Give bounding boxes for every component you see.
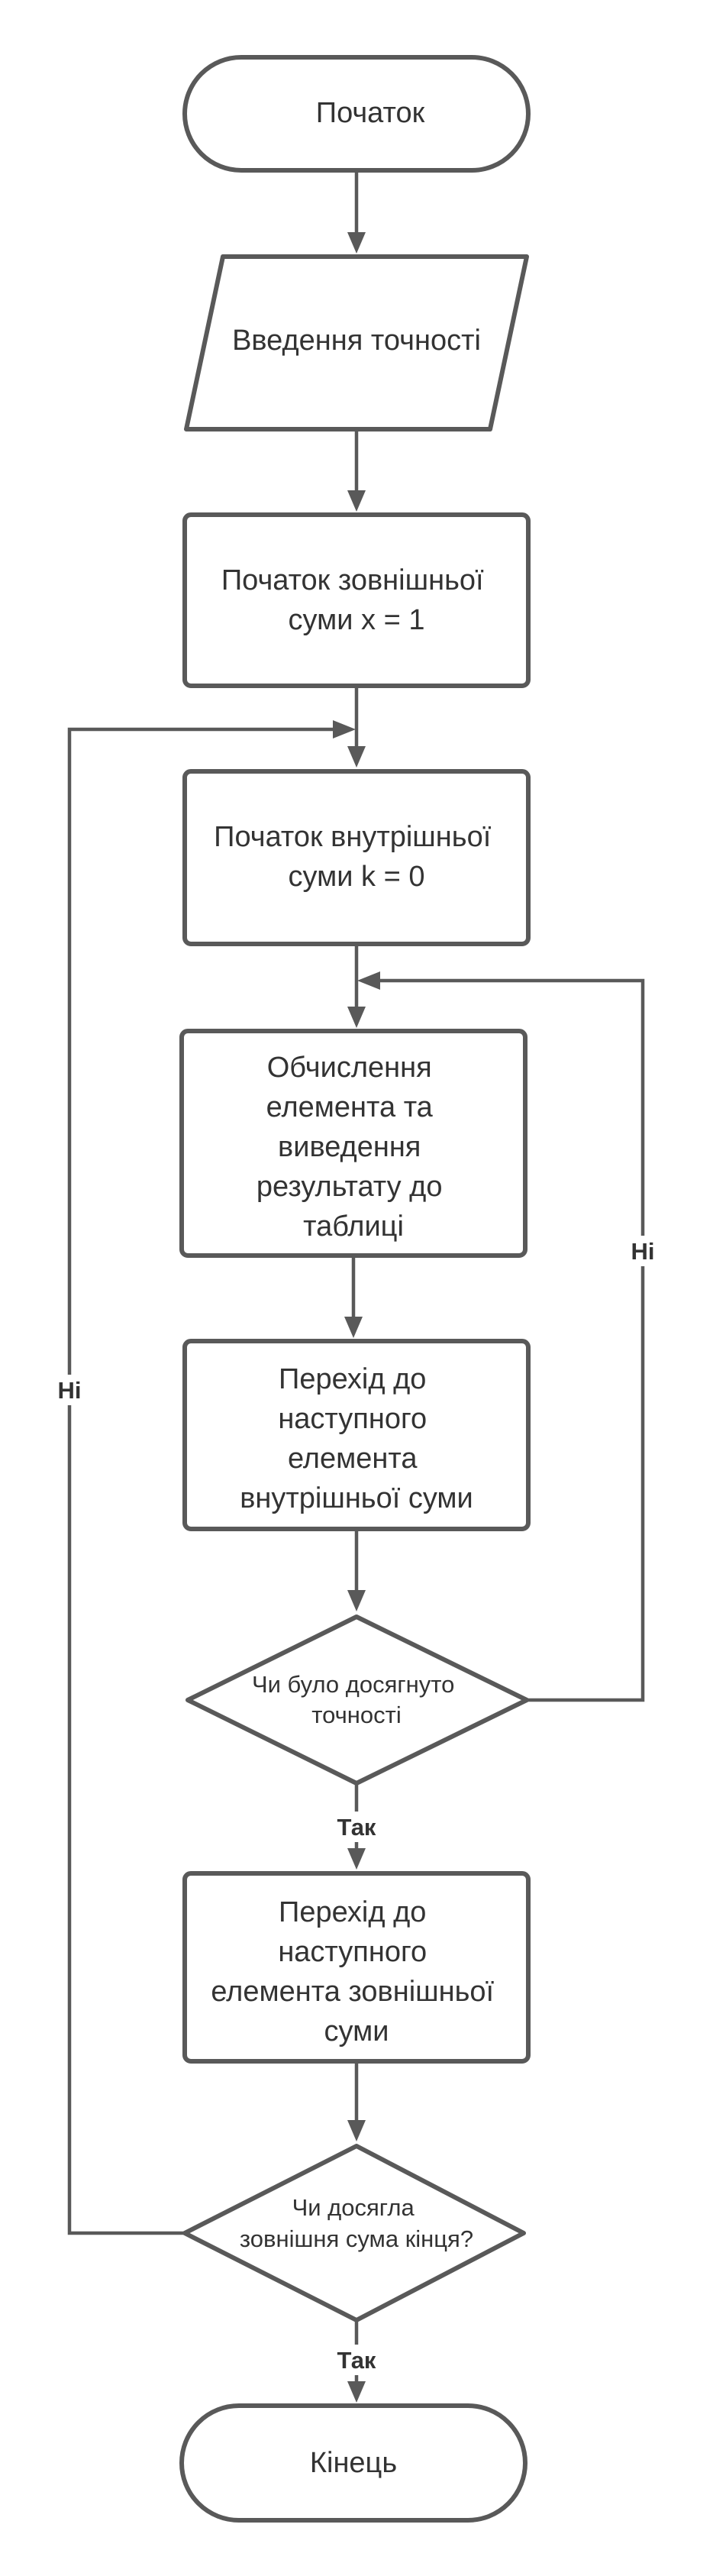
next-outer-label: Перехід до наступного елемента зовнішньо…	[211, 1896, 502, 2048]
end-node-label: Кінець	[310, 2447, 397, 2479]
label-bg	[51, 1375, 88, 1405]
outer-init-node: Початок зовнішньої суми x = 1	[182, 512, 531, 688]
arrowhead	[347, 1848, 366, 1870]
label-bg	[331, 1812, 382, 1842]
arrowhead	[347, 2381, 366, 2403]
connector-outer-loop-no	[67, 727, 335, 2235]
end-node: Кінець	[179, 2403, 527, 2523]
start-node-label: Початок	[316, 97, 425, 129]
outer-condition-label: Чи досягла зовнішня сума кінця?	[240, 2194, 473, 2252]
yes-label-inner: Так	[337, 1814, 376, 1841]
connector-inner-loop-no	[378, 978, 645, 1702]
inner-init-node: Початок внутрішньої суми k = 0	[182, 769, 531, 946]
next-inner-node: Перехід до наступного елемента внутрішнь…	[182, 1339, 531, 1531]
arrowhead	[347, 746, 366, 768]
arrowhead	[357, 971, 380, 990]
input-node-label: Введення точності	[232, 325, 481, 357]
inner-condition-node: Чи було досягнуто точності	[186, 1614, 529, 1786]
no-label-outer: Ні	[58, 1377, 82, 1404]
arrowhead	[347, 490, 366, 512]
input-node: Введення точності	[184, 254, 529, 431]
outer-condition-node: Чи досягла зовнішня сума кінця?	[182, 2144, 526, 2322]
start-node: Початок	[182, 55, 531, 173]
arrowhead	[347, 2120, 366, 2141]
inner-condition-label: Чи було досягнуто точності	[252, 1671, 461, 1728]
next-inner-label: Перехід до наступного елемента внутрішнь…	[240, 1363, 473, 1514]
yes-label-outer: Так	[337, 2347, 376, 2374]
outer-init-label: Початок зовнішньої суми x = 1	[221, 564, 492, 636]
arrowhead	[347, 232, 366, 254]
arrowhead	[344, 1317, 363, 1338]
label-bg	[331, 2345, 382, 2375]
next-outer-node: Перехід до наступного елемента зовнішньо…	[182, 1871, 531, 2064]
label-bg	[624, 1236, 661, 1266]
arrowhead	[333, 720, 356, 739]
arrowhead	[347, 1007, 366, 1028]
compute-label: Обчислення елемента та виведення результ…	[256, 1052, 450, 1243]
compute-node: Обчислення елемента та виведення результ…	[179, 1029, 527, 1258]
inner-init-label: Початок внутрішньої суми k = 0	[214, 821, 499, 893]
no-label-inner: Ні	[631, 1238, 655, 1265]
arrowhead	[347, 1590, 366, 1611]
